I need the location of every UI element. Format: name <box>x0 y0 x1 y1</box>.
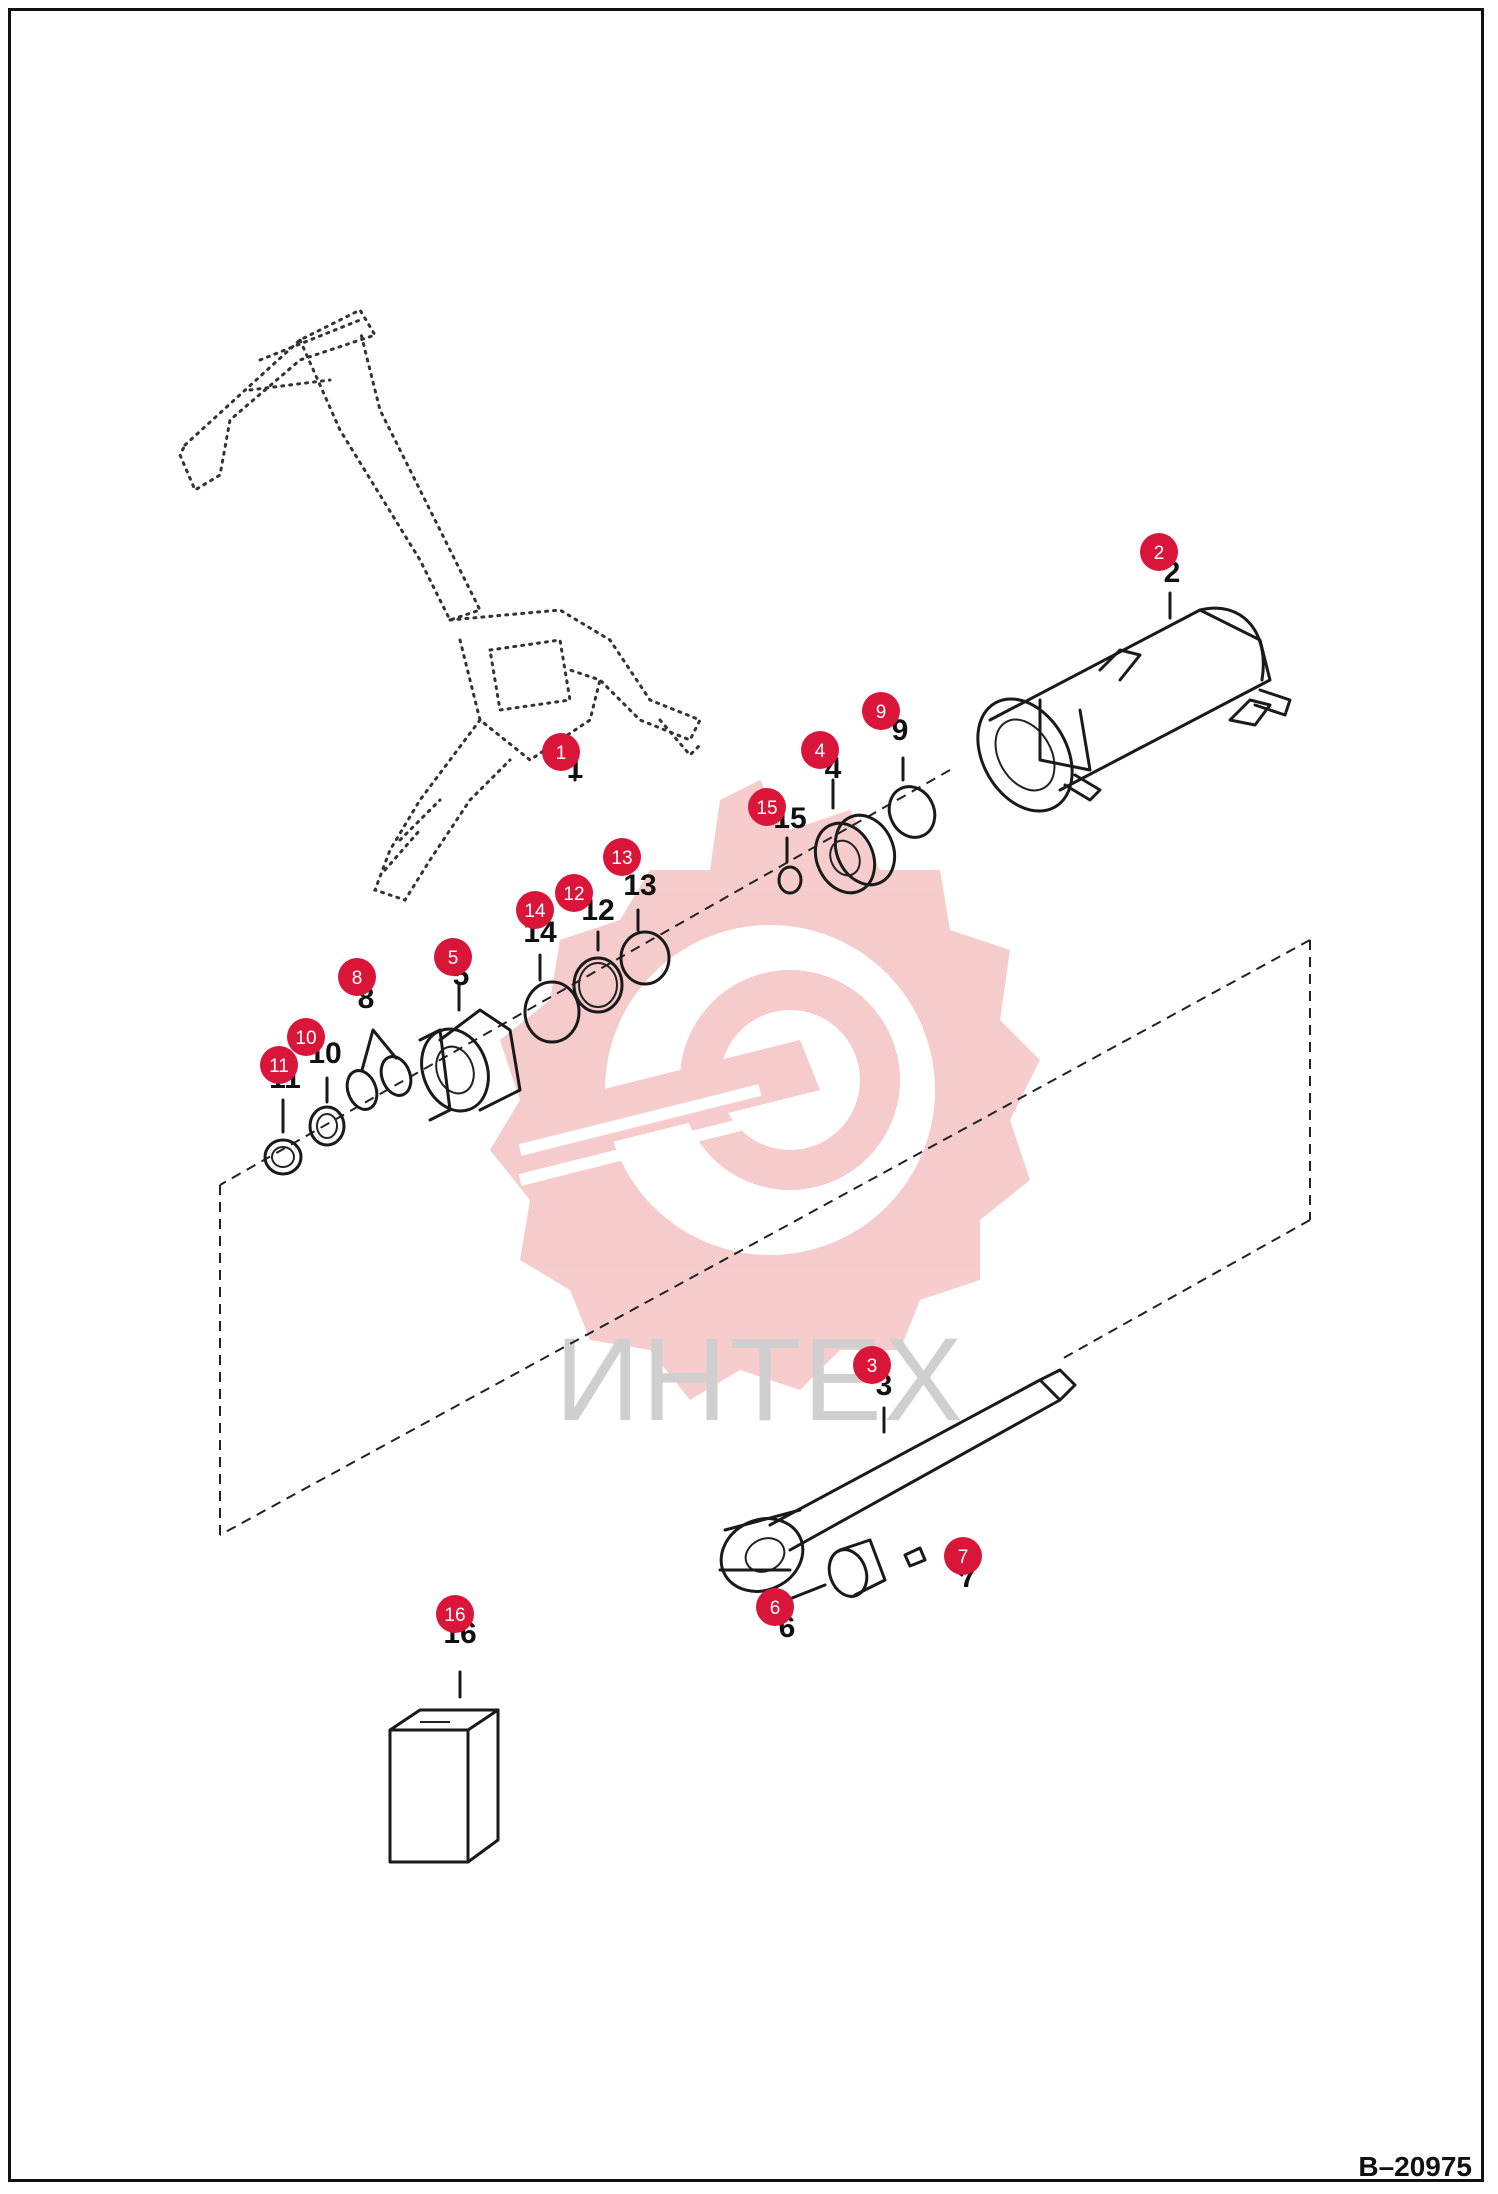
callout-7[interactable]: 7 <box>944 1537 982 1575</box>
drawing-reference-code: B–20975 <box>1358 2151 1472 2182</box>
cylinder-rod-drawing <box>718 1368 1077 1593</box>
callout-11[interactable]: 11 <box>260 1046 298 1084</box>
callout-number: 11 <box>269 1056 289 1077</box>
wiper-seal-drawing <box>263 1138 303 1176</box>
callout-10[interactable]: 10 <box>287 1018 325 1056</box>
callout-number: 9 <box>876 702 887 723</box>
grease-fitting-drawing <box>903 1546 927 1568</box>
callout-3[interactable]: 3 <box>853 1346 891 1384</box>
callout-6[interactable]: 6 <box>756 1588 794 1626</box>
seal-rings-drawing <box>523 930 671 1044</box>
callout-12[interactable]: 12 <box>555 874 593 912</box>
callout-number: 8 <box>352 968 363 989</box>
callout-15[interactable]: 15 <box>748 788 786 826</box>
callout-bubble[interactable] <box>436 1595 474 1633</box>
callout-bubble[interactable] <box>801 731 839 769</box>
callout-number: 3 <box>867 1356 878 1377</box>
callout-bubble[interactable] <box>516 891 554 929</box>
wear-ring-drawing <box>887 785 937 839</box>
callout-bubble[interactable] <box>853 1346 891 1384</box>
callout-number: 2 <box>1154 543 1165 564</box>
callout-bubble[interactable] <box>1140 533 1178 571</box>
callout-9[interactable]: 9 <box>862 692 900 730</box>
head-backup-rings-drawing <box>345 1055 413 1111</box>
watermark-gear-icon <box>490 780 1040 1400</box>
watermark-text: ИНТЕХ <box>555 1314 965 1446</box>
callout-number: 4 <box>815 741 826 762</box>
callout-bubble[interactable] <box>287 1018 325 1056</box>
callout-number: 15 <box>756 798 777 819</box>
callout-bubble[interactable] <box>862 692 900 730</box>
callout-bubble[interactable] <box>748 788 786 826</box>
callout-number: 14 <box>524 901 546 922</box>
callout-bubble[interactable] <box>555 874 593 912</box>
callout-bubble[interactable] <box>260 1046 298 1084</box>
callout-bubble[interactable] <box>542 733 580 771</box>
callout-number: 16 <box>444 1605 465 1626</box>
piston-drawing <box>813 813 897 895</box>
callout-number: 5 <box>448 948 459 969</box>
callout-16[interactable]: 16 <box>436 1595 474 1633</box>
seal-kit-box-drawing <box>388 1708 500 1864</box>
callout-2[interactable]: 2 <box>1140 533 1178 571</box>
callout-number: 12 <box>563 884 584 905</box>
cylinder-head-drawing <box>418 1008 522 1122</box>
cylinder-barrel-drawing <box>976 606 1292 813</box>
callout-8[interactable]: 8 <box>338 958 376 996</box>
callout-number: 1 <box>556 743 567 764</box>
callout-number: 10 <box>295 1028 316 1049</box>
callout-number: 13 <box>611 848 632 869</box>
callout-number: 6 <box>770 1598 781 1619</box>
callout-13[interactable]: 13 <box>603 838 641 876</box>
callout-1[interactable]: 1 <box>542 733 580 771</box>
rod-bushing-drawing <box>827 1538 887 1598</box>
callout-number: 7 <box>958 1547 969 1568</box>
callout-bubble[interactable] <box>603 838 641 876</box>
callout-4[interactable]: 4 <box>801 731 839 769</box>
watermark: ИНТЕХ <box>490 780 1040 1446</box>
callout-bubble[interactable] <box>338 958 376 996</box>
callout-14[interactable]: 14 <box>516 891 554 929</box>
backhoe-boom-drawing <box>178 308 703 902</box>
callout-bubble[interactable] <box>756 1588 794 1626</box>
callout-bubble[interactable] <box>434 938 472 976</box>
drawing-frame <box>8 8 1484 2182</box>
rod-seal-drawing <box>308 1105 346 1147</box>
callout-5[interactable]: 5 <box>434 938 472 976</box>
callout-bubble[interactable] <box>944 1537 982 1575</box>
piston-o-ring-drawing <box>777 865 803 895</box>
